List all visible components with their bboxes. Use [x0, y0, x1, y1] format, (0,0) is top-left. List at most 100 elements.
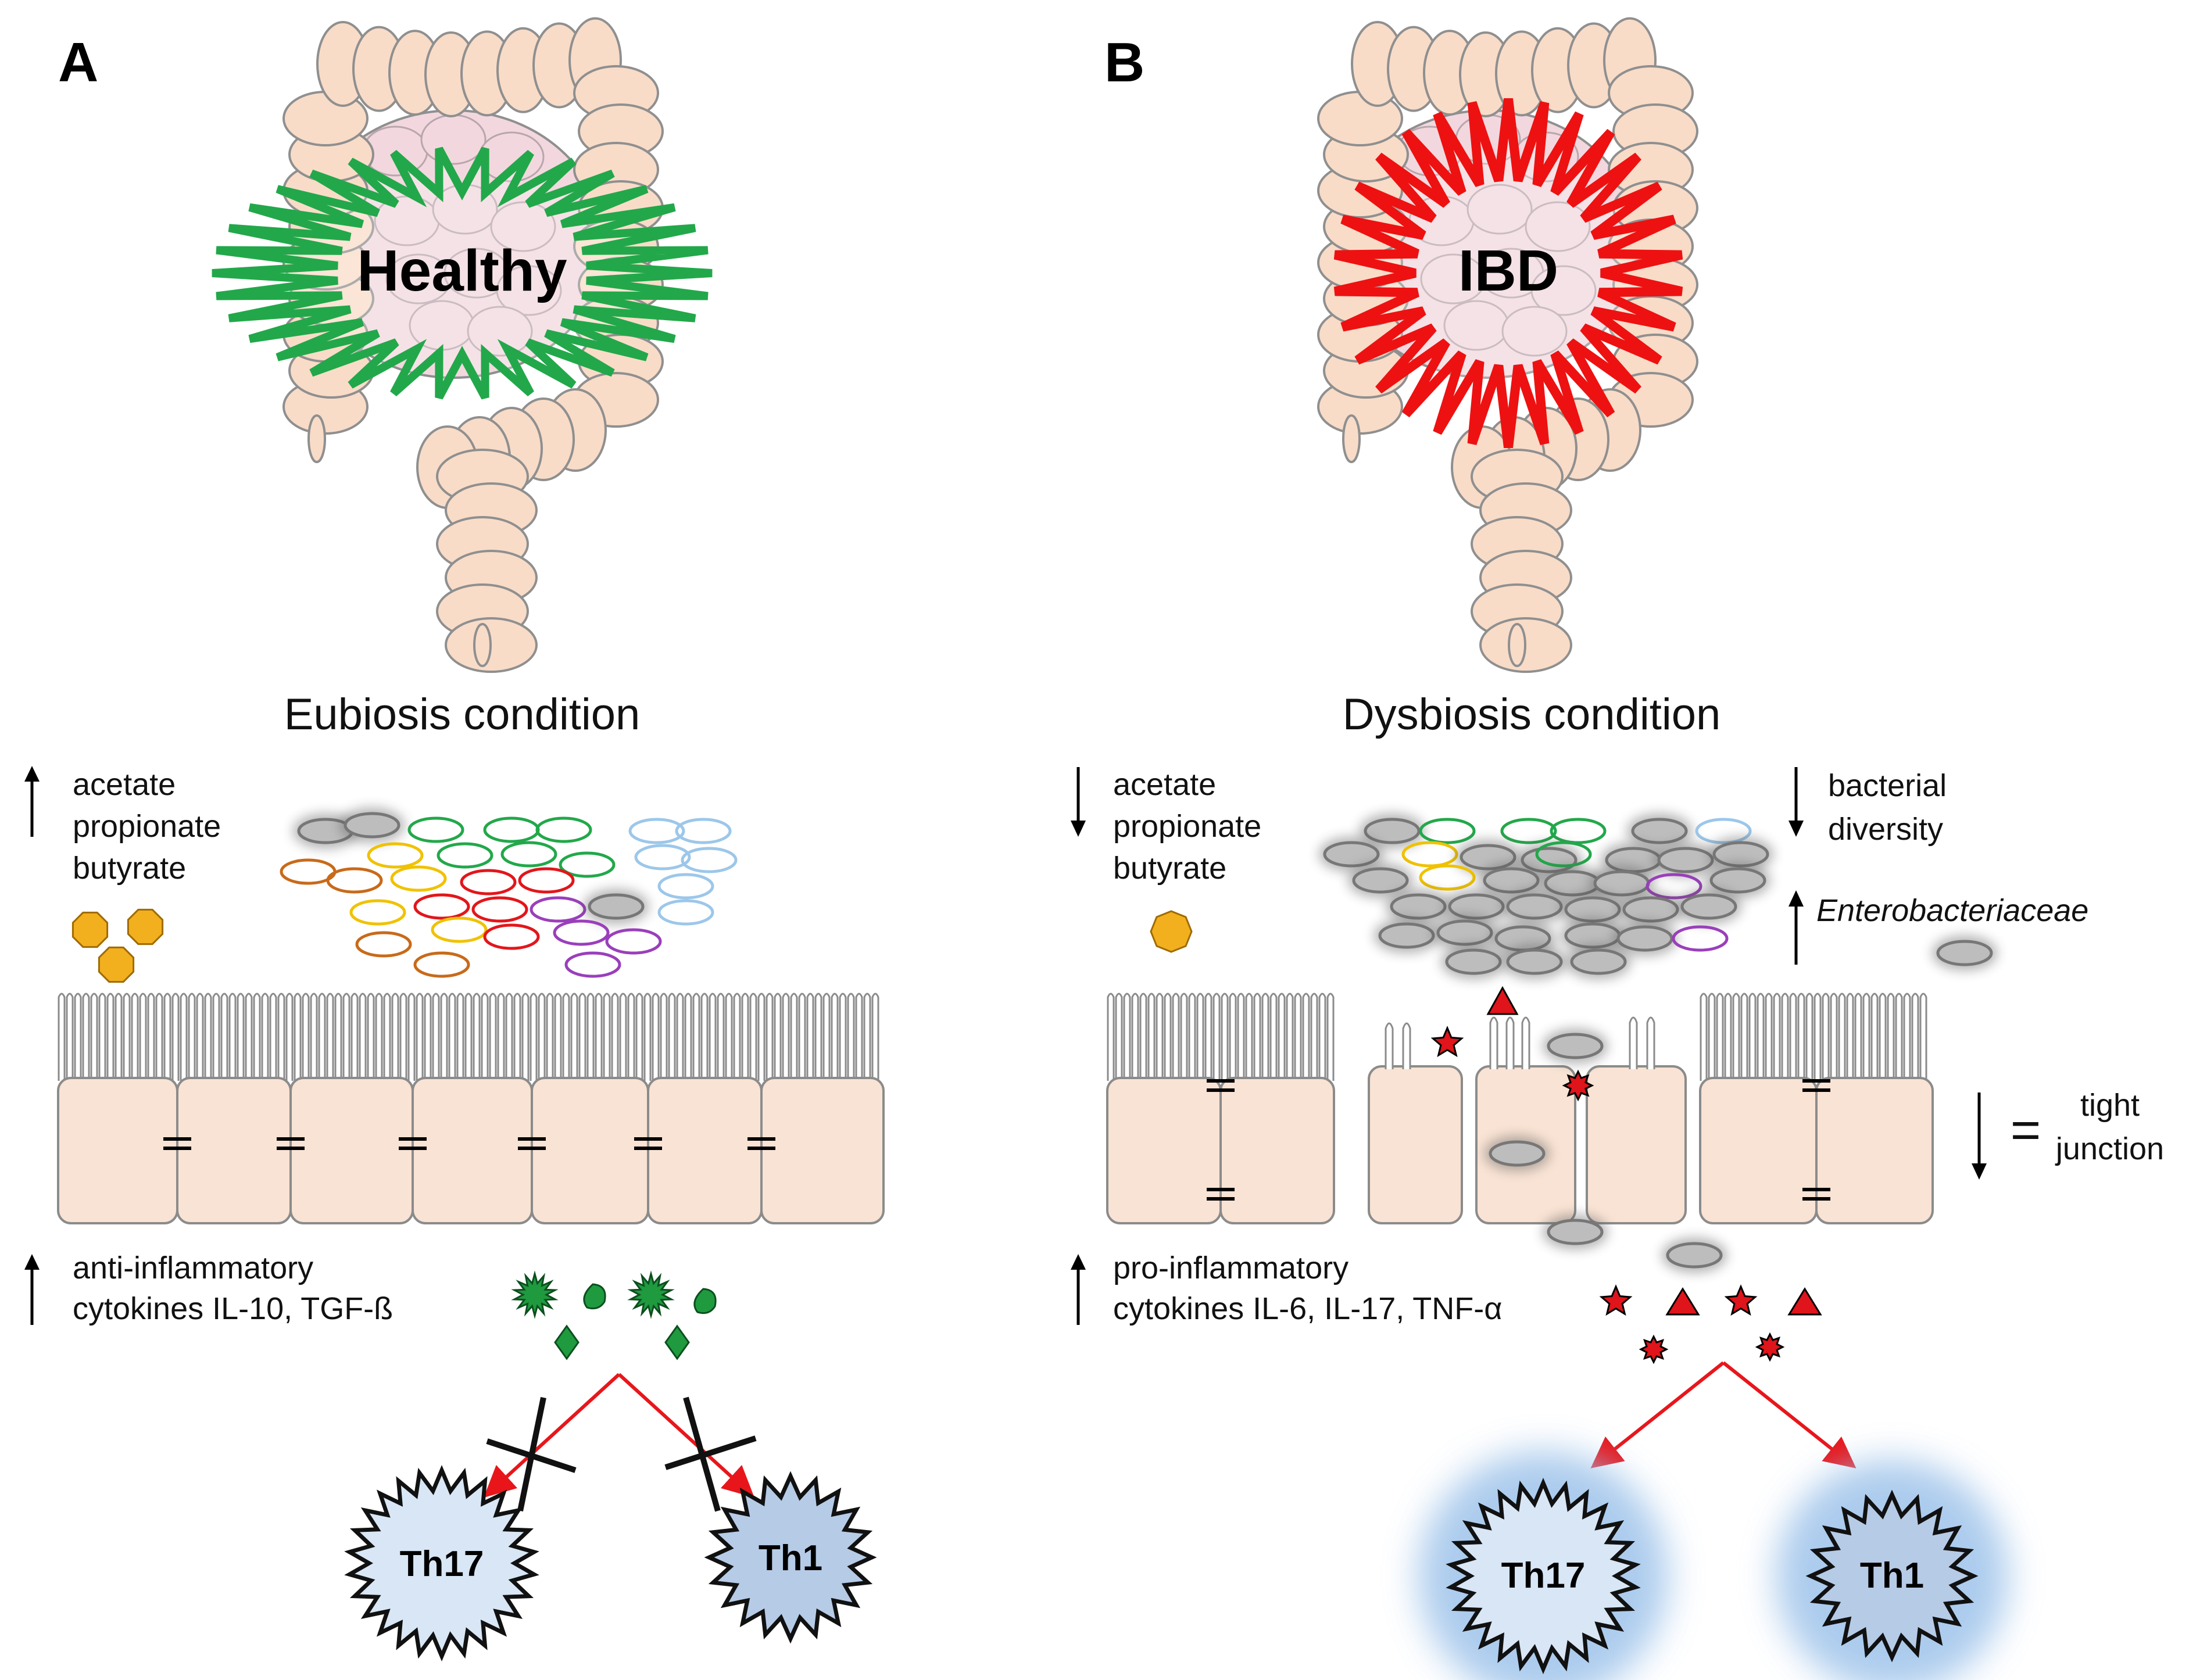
diversity-label-2: diversity: [1828, 812, 1943, 847]
microvillus: [1188, 993, 1196, 1081]
intact-epithelium: [57, 993, 885, 1224]
enterobacteriaceae-label: Enterobacteriaceae: [1816, 893, 2088, 928]
microvillus: [538, 993, 546, 1081]
dysbiotic-bacteria: [1319, 814, 1997, 979]
tight-label: tight: [2080, 1088, 2140, 1123]
microvillus: [1107, 993, 1115, 1081]
microvillus: [570, 993, 578, 1081]
microvillus: [1172, 993, 1180, 1081]
bacterium: [657, 899, 714, 926]
bacterium: [1506, 948, 1563, 975]
cross-mark-left: [486, 1396, 577, 1512]
ibd-label: IBD: [1458, 238, 1558, 303]
arrow-to-th17-a: [484, 1373, 621, 1498]
microvillus: [521, 993, 530, 1081]
scfa-down-arrow: [1071, 767, 1086, 837]
tnf-triangle: [1787, 1287, 1822, 1316]
anus: [473, 623, 492, 667]
microvillus: [1310, 993, 1318, 1081]
th1-cell-a: [704, 1471, 877, 1644]
microvillus: [155, 993, 163, 1081]
microvillus: [399, 993, 407, 1081]
il10-burst: [627, 1270, 675, 1319]
bacterium: [1657, 847, 1714, 873]
bacterium: [588, 893, 645, 920]
microvillus: [643, 993, 652, 1081]
microvillus: [1748, 993, 1757, 1081]
microvillus: [1879, 993, 1887, 1081]
microvillus: [1805, 993, 1813, 1081]
microvillus: [1846, 993, 1854, 1081]
bacterium: [1631, 818, 1688, 844]
junction-down-arrow: [1972, 1092, 1987, 1180]
microvillus: [863, 993, 871, 1081]
scfa-molecule: [127, 908, 164, 945]
bacterium: [500, 841, 557, 868]
microvillus: [554, 993, 562, 1081]
colon-fold: [1530, 265, 1597, 316]
microvillus: [1302, 993, 1310, 1081]
microvillus: [1789, 993, 1797, 1081]
microvillus: [350, 993, 359, 1081]
microvillus: [1180, 993, 1188, 1081]
appendix: [307, 414, 326, 463]
microvillus: [578, 993, 586, 1081]
microvillus: [1385, 1022, 1394, 1069]
microvillus: [806, 993, 814, 1081]
microvillus: [1156, 993, 1164, 1081]
microvillus: [98, 993, 106, 1081]
microvillus: [603, 993, 611, 1081]
microvillus: [424, 993, 432, 1081]
microvillus: [513, 993, 521, 1081]
microvillus: [139, 993, 147, 1081]
diverse-bacteria: [280, 808, 738, 978]
microvillus: [375, 993, 383, 1081]
bacterium: [355, 931, 412, 958]
microvillus: [595, 993, 603, 1081]
microvillus: [619, 993, 627, 1081]
tnf-triangle: [1486, 986, 1519, 1015]
scfa-acetate-b: acetate: [1113, 767, 1216, 802]
panel-b-letter: B: [1104, 31, 1144, 94]
microvillus: [611, 993, 619, 1081]
panel-a: A Healthy Eubiosis condition acetate pro…: [24, 17, 885, 1662]
epithelial-cell: [531, 1077, 649, 1224]
bacterium: [675, 818, 732, 844]
epithelial-cell: [1219, 1077, 1335, 1224]
microvillus: [1164, 993, 1172, 1081]
bacterium: [1436, 919, 1493, 946]
bacterium: [413, 893, 470, 920]
microvillus: [74, 993, 82, 1081]
bacterium: [390, 865, 447, 892]
microvillus: [1261, 993, 1269, 1081]
microvillus: [1286, 993, 1294, 1081]
bacterium: [1564, 896, 1621, 923]
microvillus: [1278, 993, 1286, 1081]
scfa-molecule: [71, 911, 109, 948]
colon-fold: [1466, 184, 1533, 235]
microvillus: [1221, 993, 1229, 1081]
microvillus: [1813, 993, 1822, 1081]
microvillus: [334, 993, 342, 1081]
microvillus: [1919, 993, 1927, 1081]
diversity-down-arrow: [1789, 767, 1804, 837]
epithelial-cell: [1368, 1065, 1463, 1224]
bacterium: [1622, 896, 1679, 923]
bacterium: [367, 842, 424, 869]
bacterium: [471, 896, 528, 923]
anti-inflammatory-cytokines: [511, 1270, 717, 1360]
bacterium: [605, 928, 662, 955]
microvillus: [1294, 993, 1302, 1081]
bacterium: [1401, 841, 1458, 868]
microvillus: [757, 993, 766, 1081]
microvillus: [741, 993, 749, 1081]
microvillus: [1212, 993, 1221, 1081]
microvillus: [456, 993, 464, 1081]
arrow-to-th17-b: [1590, 1361, 1725, 1468]
microvillus: [464, 993, 473, 1081]
microvillus: [839, 993, 847, 1081]
microvillus: [774, 993, 782, 1081]
bacterium: [1390, 893, 1447, 920]
tnf-triangle: [1665, 1287, 1700, 1316]
